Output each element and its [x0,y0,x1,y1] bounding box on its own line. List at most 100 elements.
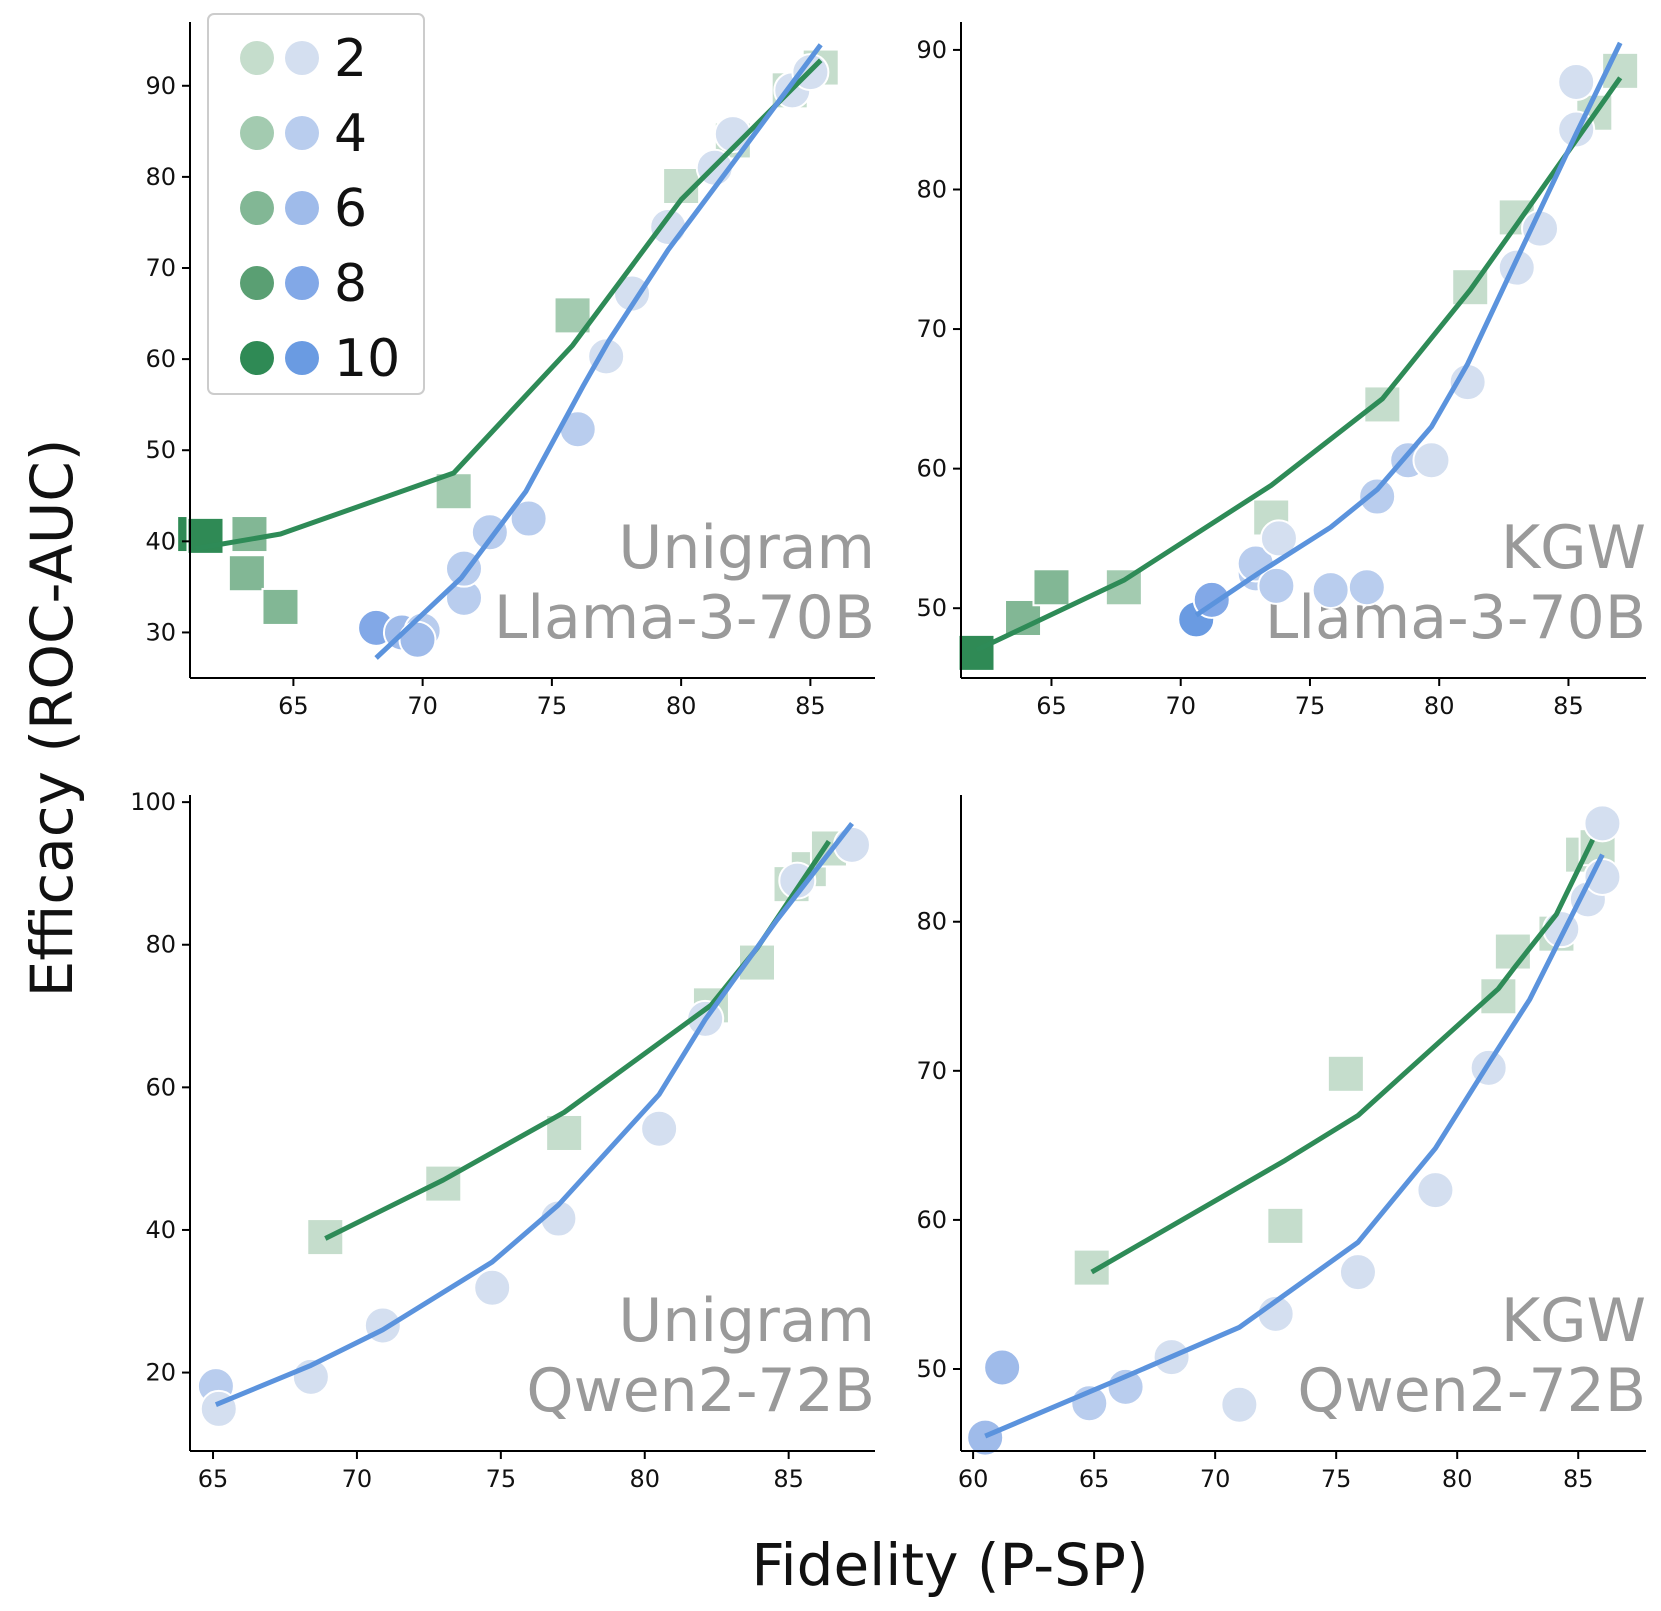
circle-marker [832,825,871,864]
y-tick-label: 80 [916,175,947,203]
x-axis-title: Fidelity (P-SP) [751,1531,1148,1599]
y-tick-label: 70 [916,315,947,343]
y-axis-title: Efficacy (ROC-AUC) [18,439,86,998]
x-tick-label: 85 [1563,1465,1594,1493]
x-tick-label: 70 [1200,1465,1231,1493]
y-tick-label: 50 [916,594,947,622]
legend-label: 4 [334,104,367,164]
legend-label: 10 [334,329,400,389]
y-tick-label: 100 [130,788,176,816]
legend-green-swatch [240,341,274,375]
x-tick-label: 60 [958,1465,989,1493]
y-tick-label: 50 [145,436,176,464]
y-tick-label: 60 [145,345,176,373]
legend-green-swatch [240,116,274,150]
legend-blue-swatch [285,341,319,375]
x-tick-label: 80 [629,1465,660,1493]
panel-watermark-label: KGW [1501,513,1646,583]
y-tick-label: 80 [916,908,947,936]
green-trend-line [1090,838,1595,1275]
circle-marker [1311,571,1350,610]
legend-blue-swatch [285,191,319,225]
y-tick-label: 90 [916,36,947,64]
square-marker [1032,568,1071,607]
panel-watermark-label: Llama-3-70B [494,583,875,653]
circle-marker [983,1348,1022,1387]
blue-trend-line [374,43,823,660]
x-tick-label: 80 [1442,1465,1473,1493]
circle-marker [1358,477,1397,516]
legend-green-swatch [240,41,274,75]
blue-trend-line [1194,41,1623,618]
legend-blue-swatch [285,41,319,75]
circle-marker [1338,1253,1377,1292]
circle-marker [1416,1171,1455,1210]
x-tick-label: 75 [1321,1465,1352,1493]
panel-watermark-label: Qwen2-72B [1297,1356,1646,1426]
circle-marker [473,1268,512,1307]
square-marker [1266,1206,1305,1245]
x-tick-label: 75 [1295,692,1326,720]
green-trend-line [975,76,1623,653]
panel-watermark-label: Qwen2-72B [526,1356,875,1426]
panel-watermark-label: Unigram [618,513,875,583]
x-tick-label: 85 [795,692,826,720]
panel-watermark-label: KGW [1501,1286,1646,1356]
legend: 2 4 6 8 10 [207,13,425,395]
circle-marker [1220,1385,1259,1424]
x-tick-label: 65 [278,692,309,720]
square-marker [227,554,266,593]
x-tick-label: 85 [1553,692,1584,720]
legend-label: 2 [334,29,367,89]
circle-marker [1583,804,1622,843]
blue-trend-line [214,821,854,1408]
circle-marker [1257,566,1296,605]
circle-marker [398,620,437,659]
x-tick-label: 80 [666,692,697,720]
x-tick-label: 70 [342,1465,373,1493]
x-tick-label: 65 [1036,692,1067,720]
green-trend-line [194,58,823,552]
circle-marker [713,115,752,154]
legend-blue-swatch [285,116,319,150]
y-tick-label: 60 [145,1073,176,1101]
legend-blue-swatch [285,266,319,300]
legend-green-swatch [240,191,274,225]
y-tick-label: 30 [145,618,176,646]
x-tick-label: 75 [486,1465,517,1493]
y-tick-label: 40 [145,1216,176,1244]
legend-label: 6 [334,179,367,239]
x-tick-label: 70 [407,692,438,720]
x-tick-label: 80 [1424,692,1455,720]
y-tick-label: 70 [145,254,176,282]
green-trend-line [324,839,831,1241]
y-tick-label: 60 [916,1206,947,1234]
circle-marker [1259,519,1298,558]
y-tick-label: 60 [916,455,947,483]
circle-marker [1557,63,1596,102]
y-tick-label: 50 [916,1355,947,1383]
square-marker [1326,1054,1365,1093]
y-tick-label: 40 [145,527,176,555]
square-marker [957,633,996,672]
circle-marker [1412,441,1451,480]
circle-marker [509,499,548,538]
y-tick-label: 90 [145,72,176,100]
legend-green-swatch [240,266,274,300]
x-tick-label: 65 [1079,1465,1110,1493]
y-tick-label: 80 [145,931,176,959]
y-tick-label: 20 [145,1359,176,1387]
legend-label: 8 [334,254,367,314]
circle-marker [640,1109,679,1148]
square-marker [1479,977,1518,1016]
square-marker [1363,385,1402,424]
x-tick-label: 75 [537,692,568,720]
y-tick-label: 80 [145,163,176,191]
square-marker [230,515,269,554]
blue-trend-line [984,853,1605,1439]
